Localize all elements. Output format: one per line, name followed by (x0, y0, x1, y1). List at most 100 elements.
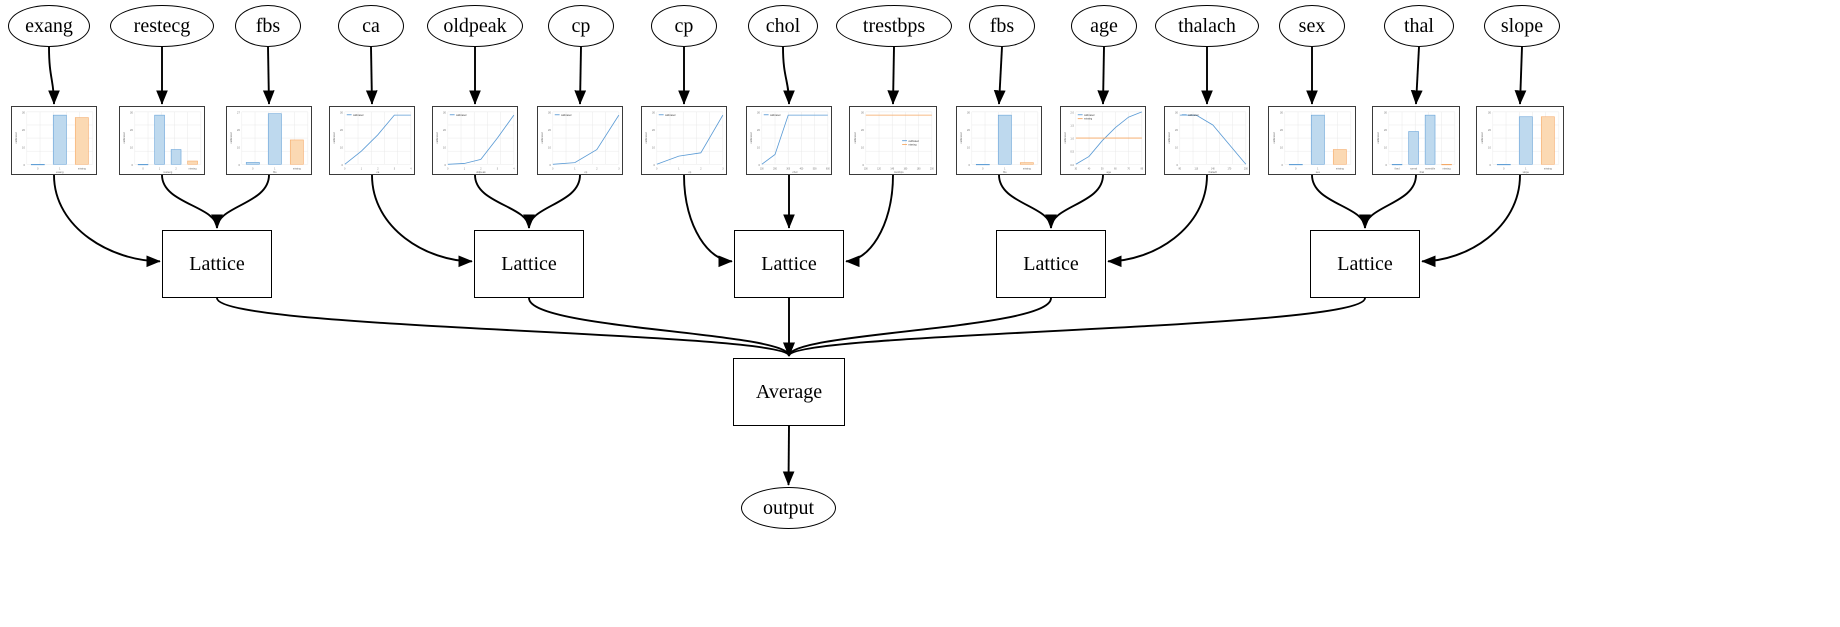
input-node-label: thalach (1178, 14, 1236, 37)
lattice-node-label: Lattice (1023, 252, 1079, 275)
edge-lattice-5-to-average (783, 297, 1366, 357)
svg-text:missing: missing (1544, 169, 1553, 171)
svg-text:1.5: 1.5 (1070, 125, 1074, 128)
svg-text:20: 20 (340, 129, 343, 132)
edge-plot-fbs-2-to-lattice-4 (998, 174, 1057, 229)
svg-text:missing: missing (1443, 169, 1452, 171)
input-node-fbs[interactable]: fbs (235, 5, 301, 47)
edge-in-thal-to-plot-thal (1410, 46, 1423, 105)
svg-text:0: 0 (341, 164, 343, 167)
input-node-trestbps[interactable]: trestbps (836, 5, 952, 47)
input-node-slope[interactable]: slope (1484, 5, 1560, 47)
lattice-node[interactable]: Lattice (474, 230, 584, 298)
svg-text:calibrated: calibrated (770, 114, 781, 117)
svg-text:calibrated: calibrated (1273, 132, 1276, 144)
svg-text:20: 20 (1280, 129, 1283, 132)
input-node-label: age (1090, 14, 1118, 37)
svg-text:1: 1 (159, 169, 161, 171)
input-node-label: cp (674, 14, 694, 37)
input-node-chol[interactable]: chol (748, 5, 818, 47)
input-node-age[interactable]: age (1071, 5, 1137, 47)
svg-text:0: 0 (1503, 169, 1505, 171)
svg-text:0: 0 (1385, 164, 1387, 167)
svg-text:exang: exang (56, 171, 64, 174)
svg-text:0: 0 (968, 164, 970, 167)
svg-text:0: 0 (1176, 164, 1178, 167)
edge-in-fbs-2-to-plot-fbs-2 (993, 46, 1006, 105)
lattice-node[interactable]: Lattice (996, 230, 1106, 298)
svg-text:missing: missing (1084, 118, 1093, 121)
input-node-label: slope (1500, 14, 1544, 37)
svg-text:170: 170 (1227, 169, 1231, 171)
input-node-label: restecg (133, 14, 191, 37)
svg-text:30: 30 (861, 111, 864, 114)
input-node-fbs[interactable]: fbs (969, 5, 1035, 47)
svg-text:age: age (1107, 171, 1112, 174)
average-node[interactable]: Average (733, 358, 845, 426)
svg-text:10: 10 (237, 146, 240, 149)
svg-text:1: 1 (1525, 169, 1527, 171)
svg-text:140: 140 (1211, 169, 1215, 171)
svg-text:50: 50 (1101, 169, 1104, 171)
input-node-cp[interactable]: cp (548, 5, 614, 47)
svg-text:1: 1 (59, 169, 61, 171)
svg-text:160: 160 (904, 169, 908, 171)
svg-text:20: 20 (861, 129, 864, 132)
lattice-node[interactable]: Lattice (734, 230, 844, 298)
output-node[interactable]: output (741, 487, 836, 529)
svg-text:10: 10 (443, 146, 446, 149)
input-node-ca[interactable]: ca (338, 5, 404, 47)
svg-text:sex: sex (1316, 171, 1321, 174)
input-node-oldpeak[interactable]: oldpeak (427, 5, 523, 47)
input-node-sex[interactable]: sex (1279, 5, 1345, 47)
svg-text:fbs: fbs (1003, 170, 1007, 174)
svg-text:200: 200 (1244, 169, 1248, 171)
lattice-node[interactable]: Lattice (1310, 230, 1420, 298)
output-node-label: output (762, 496, 815, 519)
input-node-label: oldpeak (443, 14, 507, 37)
svg-text:20: 20 (967, 129, 970, 132)
input-node-restecg[interactable]: restecg (110, 5, 214, 47)
svg-text:30: 30 (22, 111, 25, 114)
input-node-cp[interactable]: cp (651, 5, 717, 47)
svg-text:1: 1 (274, 169, 276, 171)
input-node-thal[interactable]: thal (1384, 5, 1454, 47)
input-node-thalach[interactable]: thalach (1155, 5, 1259, 47)
svg-text:missing: missing (1336, 169, 1345, 171)
svg-text:calibrated: calibrated (353, 114, 364, 117)
svg-text:20: 20 (443, 129, 446, 132)
svg-text:1: 1 (1317, 169, 1319, 171)
svg-text:0: 0 (252, 169, 254, 171)
svg-text:0: 0 (1281, 164, 1283, 167)
svg-text:0: 0 (142, 169, 144, 171)
svg-text:trestbps: trestbps (894, 170, 904, 174)
svg-text:1: 1 (678, 169, 680, 171)
input-node-exang[interactable]: exang (8, 5, 90, 47)
edge-lattice-2-to-average (528, 297, 795, 357)
lattice-node[interactable]: Lattice (162, 230, 272, 298)
edge-plot-trestbps-to-lattice-3 (845, 174, 894, 268)
input-node-label: fbs (255, 14, 281, 37)
svg-text:calibrated: calibrated (665, 114, 676, 117)
